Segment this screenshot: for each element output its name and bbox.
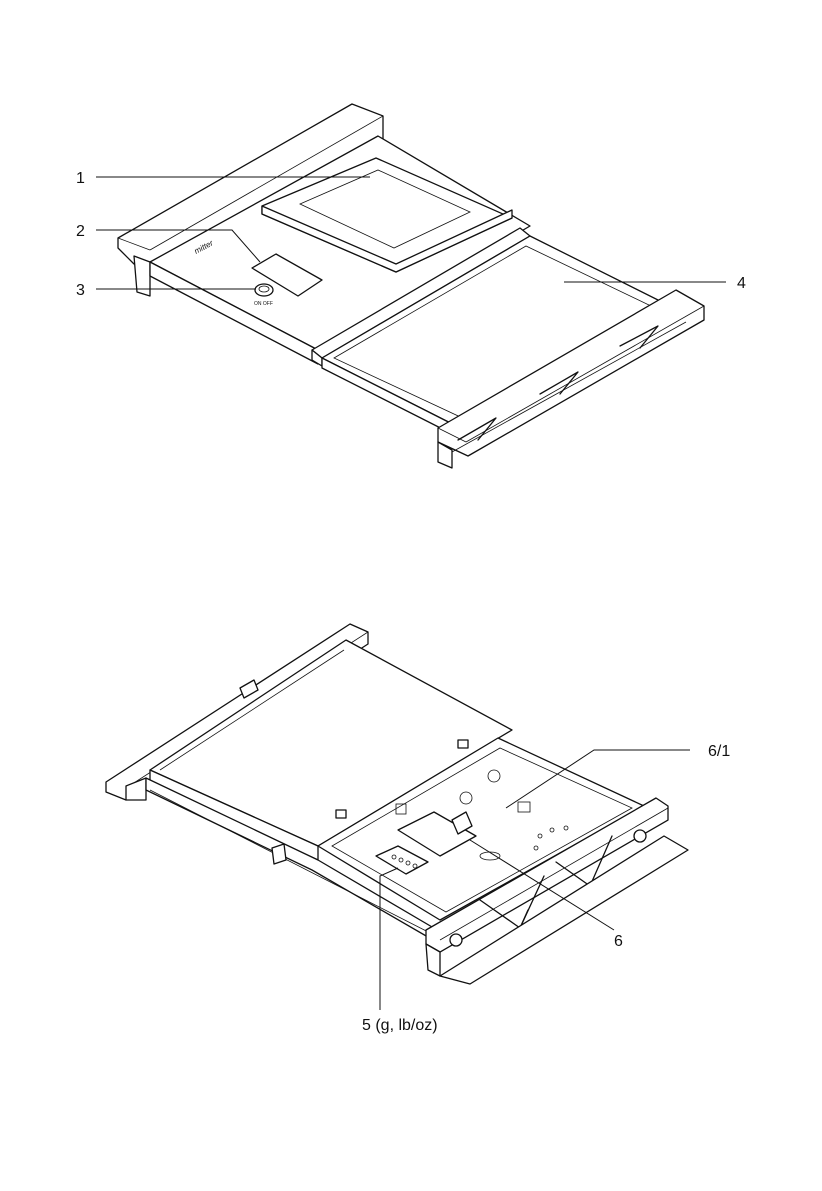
callout-6: 6 — [614, 933, 623, 950]
svg-text:ON OFF: ON OFF — [254, 301, 273, 307]
callout-6-1: 6/1 — [708, 743, 730, 760]
callout-3: 3 — [76, 282, 85, 299]
callout-1: 1 — [76, 170, 85, 187]
bottom-scale-illustration — [106, 624, 688, 984]
callout-2: 2 — [76, 223, 85, 240]
top-scale-illustration: ON OFF mitter — [118, 104, 704, 468]
callout-5: 5 (g, lb/oz) — [362, 1017, 438, 1034]
callout-4: 4 — [737, 275, 746, 292]
